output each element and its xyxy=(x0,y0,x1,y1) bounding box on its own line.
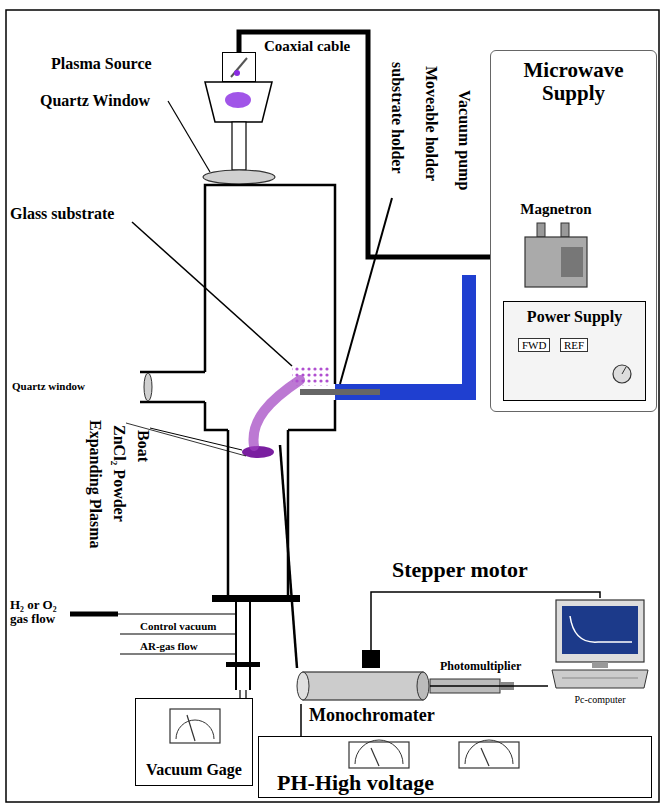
monochromator-symbol xyxy=(295,668,430,704)
part-label: Quartz Window xyxy=(40,92,150,110)
vertical-label: substrate holder xyxy=(388,62,406,174)
boat-tube xyxy=(228,430,288,595)
vertical-label: Expanding Plasma xyxy=(86,420,104,548)
plasma-source-symbol xyxy=(223,53,255,81)
part-label: Quartz window xyxy=(12,380,85,392)
frame xyxy=(6,10,659,802)
node-label: Pc-computer xyxy=(574,694,625,705)
flange xyxy=(226,662,260,667)
part-label: H₂ or O₂ gas flow xyxy=(10,598,70,627)
gas-line xyxy=(118,614,236,654)
vertical-label: Boat xyxy=(134,430,152,462)
side-quartz-window xyxy=(144,373,152,401)
side-port xyxy=(140,372,205,402)
gas-tube xyxy=(236,602,250,690)
vertical-label: Vacuum pump xyxy=(455,90,473,190)
flange xyxy=(212,595,300,602)
node-label: Monochromater xyxy=(309,706,435,726)
vertical-label: Moveable holder xyxy=(422,66,440,181)
gage-line xyxy=(240,690,246,698)
pc-computer: Pc-computer xyxy=(548,598,652,710)
node-label: Power Supply xyxy=(527,308,622,326)
pc-computer-symbol xyxy=(548,598,652,710)
coaxial-cable xyxy=(239,32,521,257)
optical-fiber xyxy=(280,445,297,668)
connector xyxy=(300,704,302,736)
stepper-motor xyxy=(362,650,380,668)
node-label: Vacuum Gage xyxy=(146,761,242,779)
node-label: Microwave Supply xyxy=(497,59,650,105)
part-label: Glass substrate xyxy=(10,205,114,223)
node-label: Plasma Source xyxy=(51,55,152,73)
source-stem xyxy=(232,122,246,170)
node-label: FWD xyxy=(518,338,550,352)
power-supply: Power SupplyFWD REF xyxy=(503,301,646,401)
vacuum-gage: Vacuum Gage xyxy=(135,698,253,786)
glass-substrate xyxy=(292,366,330,386)
expanding-plasma xyxy=(253,380,300,446)
magnetron-symbol xyxy=(521,223,591,291)
part-label: AR-gas flow xyxy=(140,640,198,652)
vertical-label: ZnCl₂ Powder xyxy=(110,425,128,522)
plasma-glow xyxy=(225,92,251,108)
part-label: Control vacuum xyxy=(140,620,217,632)
connector xyxy=(430,685,548,687)
node-label: REF xyxy=(560,338,588,352)
connector-label: Photomultiplier xyxy=(438,660,523,673)
leader-line xyxy=(132,222,292,366)
microwave-supply: Microwave SupplyMagnetronPower SupplyFWD… xyxy=(490,50,657,412)
gas-inlet-arrow xyxy=(70,612,118,617)
part-label: Stepper motor xyxy=(392,558,528,582)
connector-label: Coaxial cable xyxy=(262,38,352,55)
vacuum-pump-pipe xyxy=(462,275,476,400)
quartz-window xyxy=(203,170,275,184)
leader-line xyxy=(168,101,210,172)
monochromator: Monochromater xyxy=(295,668,430,704)
leader-line xyxy=(150,428,242,450)
high-voltage-supply: PH-High voltage xyxy=(258,736,652,798)
magnetron: Magnetron xyxy=(521,223,591,291)
substrate-holder xyxy=(300,389,380,395)
node-label: PH-High voltage xyxy=(277,771,434,795)
node-label: Magnetron xyxy=(520,201,591,218)
plasma-source: Plasma Source xyxy=(222,52,256,82)
source-housing xyxy=(205,82,272,122)
